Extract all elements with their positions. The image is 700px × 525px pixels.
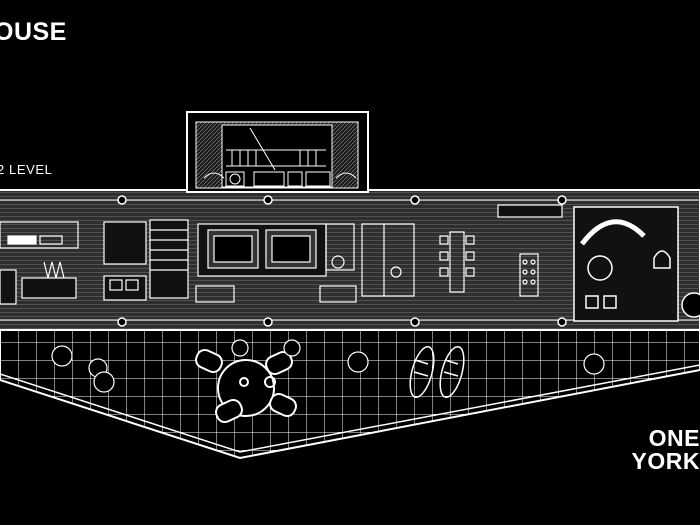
planters [51,339,605,393]
kitchen-left [0,221,79,305]
level-label: 2 LEVEL [0,162,53,177]
brand-logo: ONE YORK [632,427,700,473]
plan-title: OUSE [0,18,67,46]
brand-line-2: YORK [631,448,700,474]
terrace [0,329,700,460]
console [497,204,563,297]
dining-table [439,231,475,293]
stair-core [186,111,369,193]
master-bath [325,223,415,297]
sun-loungers [409,346,465,398]
bedrooms [195,223,357,303]
outdoor-table [195,348,297,424]
brand-line-1: ONE [648,425,700,451]
structural-columns [117,195,567,327]
lounge [573,206,700,322]
bath-block [103,219,189,301]
